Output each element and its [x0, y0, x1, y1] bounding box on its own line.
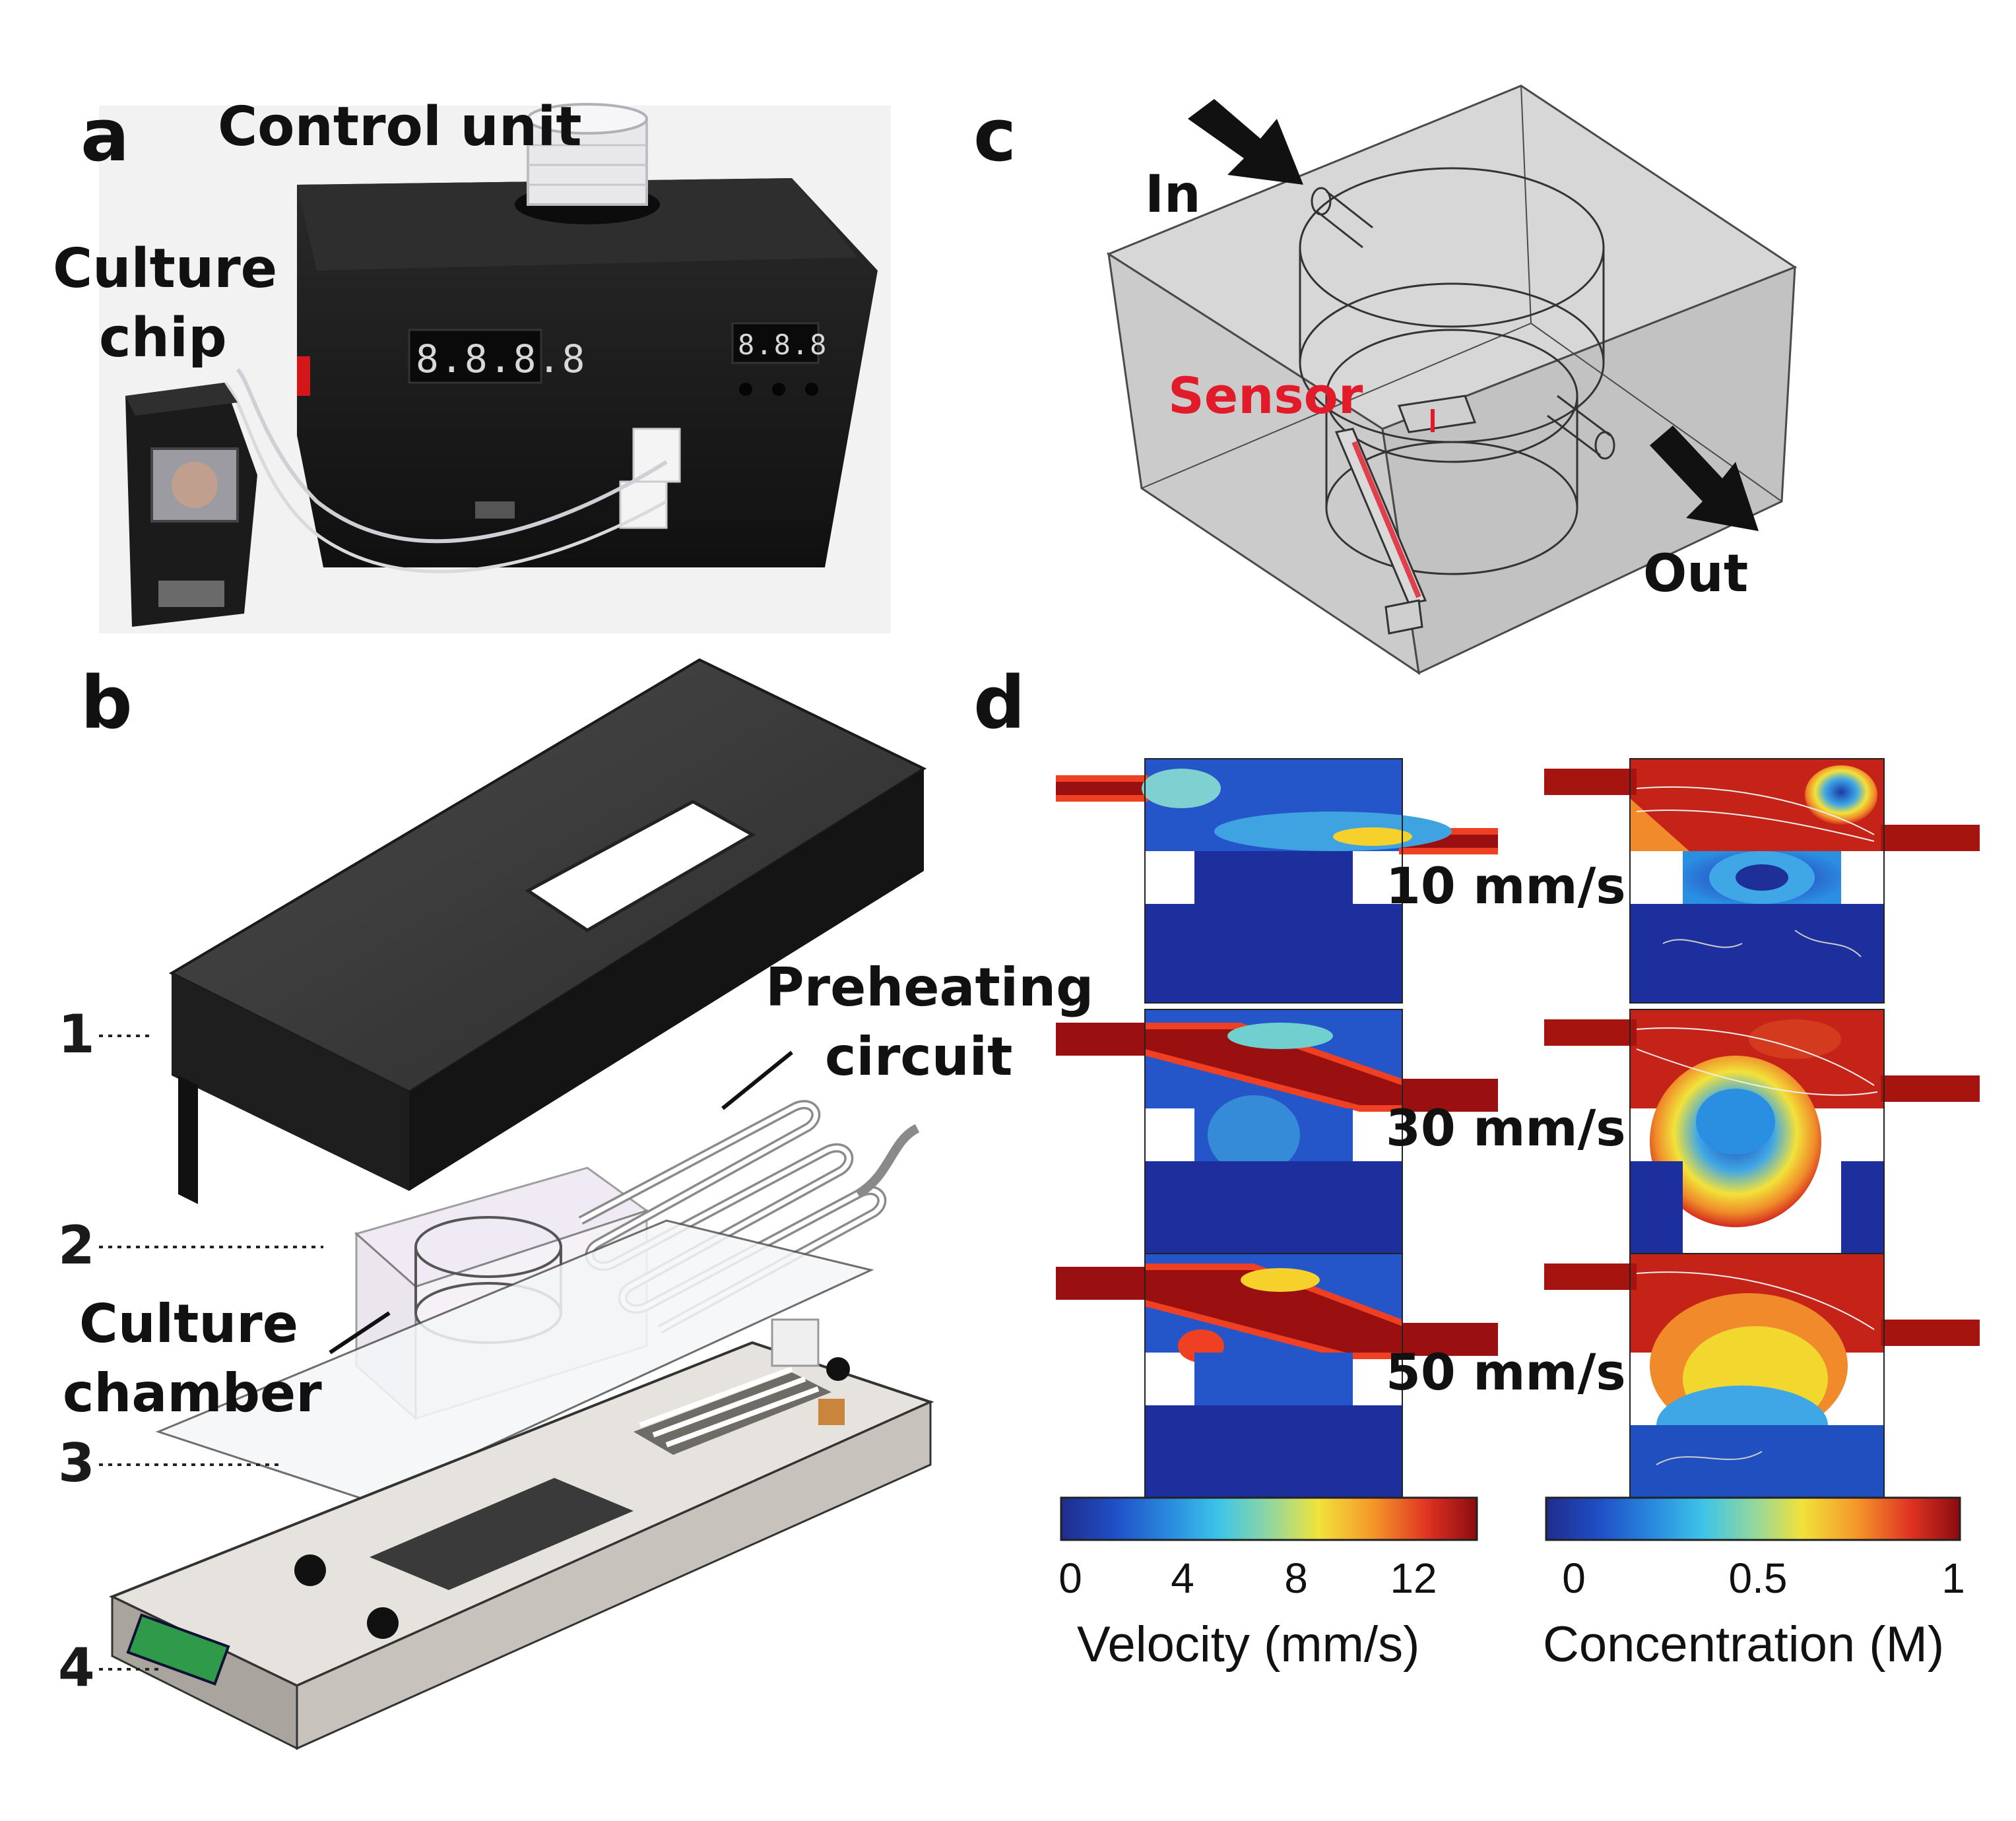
culture-chip-label-line1: Culture: [53, 238, 278, 300]
velocity-field-30: [1056, 1009, 1498, 1254]
sensor-label: Sensor: [1168, 366, 1363, 425]
control-unit-label: Control unit: [218, 96, 582, 158]
concentration-tick-1: 1: [1941, 1554, 1965, 1602]
velocity-field-50: [1056, 1253, 1498, 1498]
concentration-field-50: [1544, 1253, 1980, 1498]
velocity-field-10: [1056, 758, 1498, 1004]
preheating-label-line1: Preheating: [765, 957, 1094, 1018]
inlet-arrow-icon: [1188, 99, 1303, 185]
panel-c-drawing: [1106, 84, 1798, 676]
velocity-colorbar-title: Velocity (mm/s): [1077, 1616, 1420, 1673]
speed-label-30: 30 mm/s: [1386, 1099, 1626, 1157]
outlet-label: Out: [1643, 544, 1749, 604]
layer-number-1: 1: [58, 1004, 95, 1065]
chamber-label-line2: chamber: [63, 1362, 322, 1424]
velocity-tick-12: 12: [1390, 1554, 1437, 1602]
panel-d-label: d: [973, 660, 1025, 745]
concentration-tick-0: 0: [1562, 1554, 1586, 1602]
panel-c-label: c: [973, 93, 1017, 177]
velocity-colorbar: [1060, 1496, 1478, 1541]
speed-label-50: 50 mm/s: [1386, 1343, 1626, 1401]
outlet-arrow-icon: [1650, 426, 1759, 531]
panel-b-drawing: [109, 658, 934, 1750]
velocity-tick-8: 8: [1284, 1554, 1308, 1602]
display-right: 8.8.8: [738, 329, 828, 361]
panel-a-photo: [99, 103, 891, 633]
display-left: 8.8.8.8: [416, 336, 587, 381]
concentration-colorbar: [1545, 1496, 1961, 1541]
culture-chip-label-line2: chip: [99, 307, 227, 369]
speed-label-10: 10 mm/s: [1386, 856, 1626, 915]
concentration-tick-0-5: 0.5: [1728, 1554, 1788, 1602]
concentration-field-10: [1544, 758, 1980, 1004]
velocity-tick-0: 0: [1058, 1554, 1082, 1602]
velocity-tick-4: 4: [1171, 1554, 1194, 1602]
panel-a-label: a: [81, 93, 130, 177]
layer-number-3: 3: [58, 1432, 95, 1494]
preheating-label-line2: circuit: [825, 1026, 1013, 1087]
panel-b-label: b: [81, 660, 133, 745]
inlet-label: In: [1145, 165, 1201, 224]
layer-number-2: 2: [58, 1215, 95, 1276]
layer-number-4: 4: [58, 1637, 95, 1698]
concentration-field-30: [1544, 1009, 1980, 1254]
concentration-colorbar-title: Concentration (M): [1543, 1616, 1945, 1673]
chamber-label-line1: Culture: [79, 1293, 298, 1355]
